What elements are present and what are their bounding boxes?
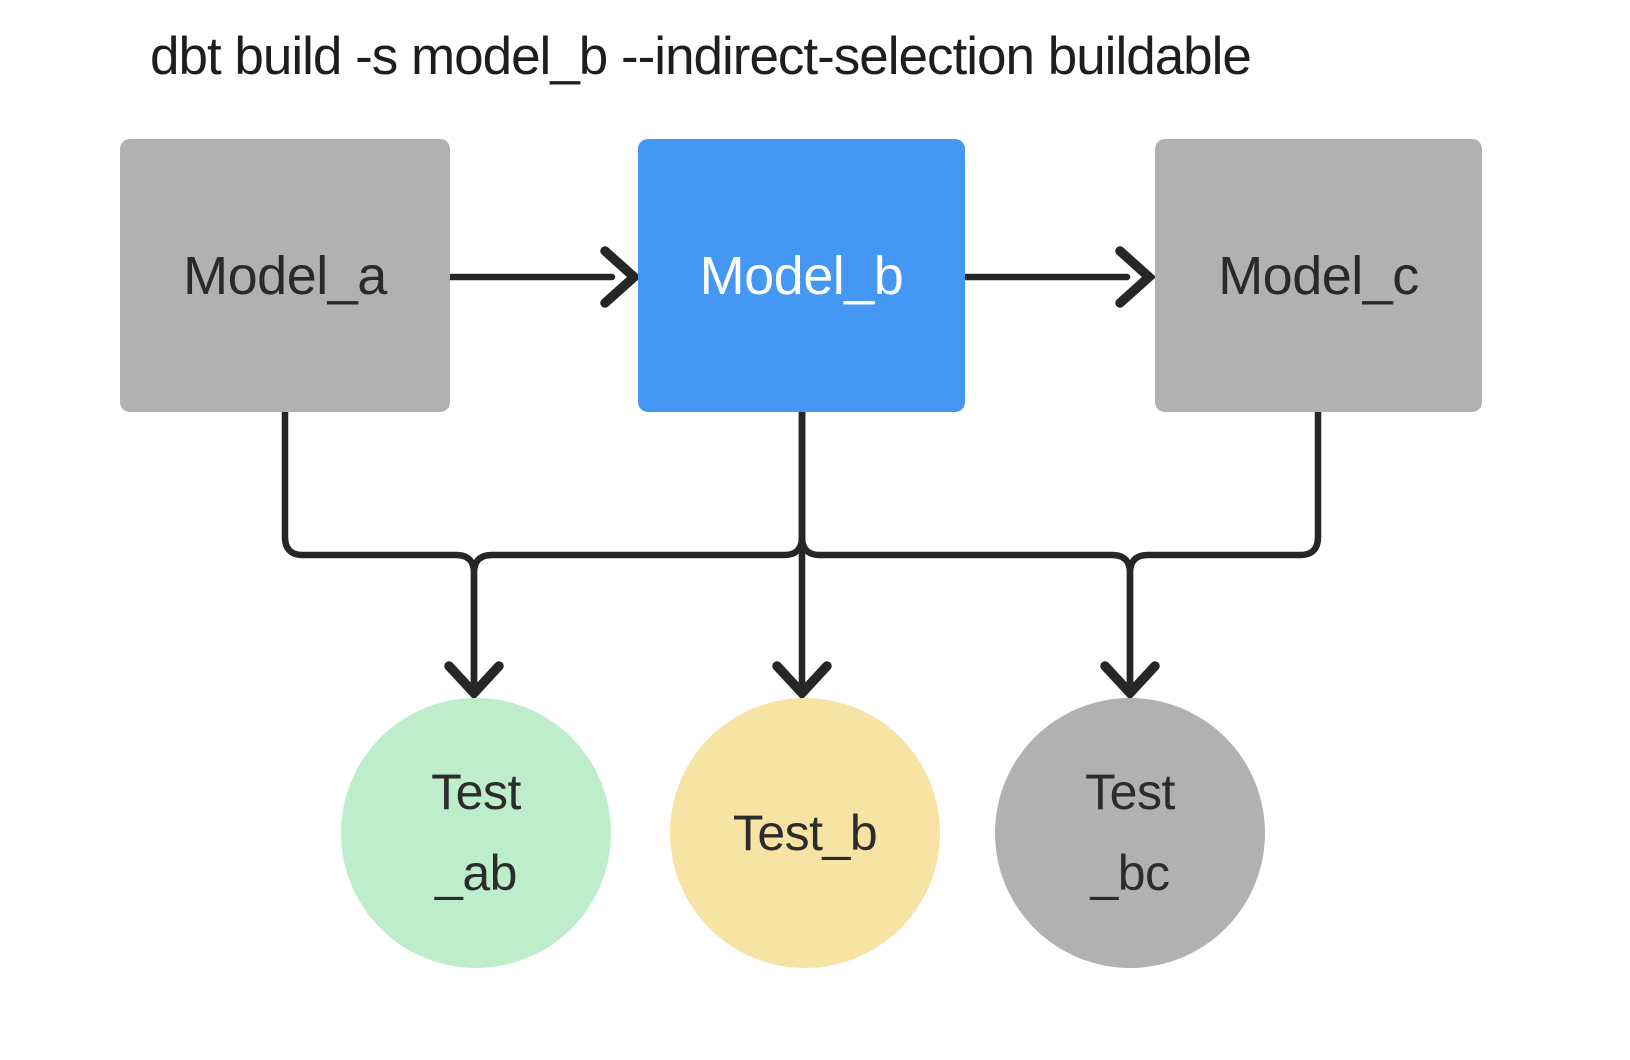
node-model-b: Model_b: [638, 139, 965, 412]
node-test-b-label-line1: Test_b: [732, 804, 878, 861]
node-model-a-label: Model_a: [183, 245, 387, 306]
edge-model-c-to-test-bc: [1126, 408, 1322, 694]
edge-model-a-to-test-ab: [281, 408, 478, 694]
arrowhead-right-model-b-icon: [600, 246, 642, 308]
node-test-ab: Test _ab: [341, 698, 611, 968]
edge-model-b-to-test-bc: [798, 408, 1134, 694]
node-test-b: Test_b: [670, 698, 940, 968]
node-model-c-label: Model_c: [1218, 245, 1419, 306]
node-model-c: Model_c: [1155, 139, 1482, 412]
arrowhead-right-model-c-icon: [1115, 246, 1157, 308]
diagram-title: dbt build -s model_b --indirect-selectio…: [150, 27, 1252, 86]
node-test-bc-label-line1: Test: [1085, 764, 1175, 820]
node-test-bc-label-line2: _bc: [1090, 845, 1170, 901]
node-test-ab-label-line2: _ab: [435, 845, 517, 901]
arrowhead-down-test-ab-icon: [444, 661, 504, 700]
node-model-a: Model_a: [120, 139, 450, 412]
node-test-ab-label-line1: Test: [431, 764, 521, 820]
node-model-b-label: Model_b: [699, 245, 904, 306]
edge-model-b-to-test-ab: [470, 408, 806, 694]
node-test-bc: Test _bc: [995, 698, 1265, 968]
arrowhead-down-test-bc-icon: [1100, 661, 1160, 700]
arrowhead-down-test-b-icon: [772, 661, 832, 700]
